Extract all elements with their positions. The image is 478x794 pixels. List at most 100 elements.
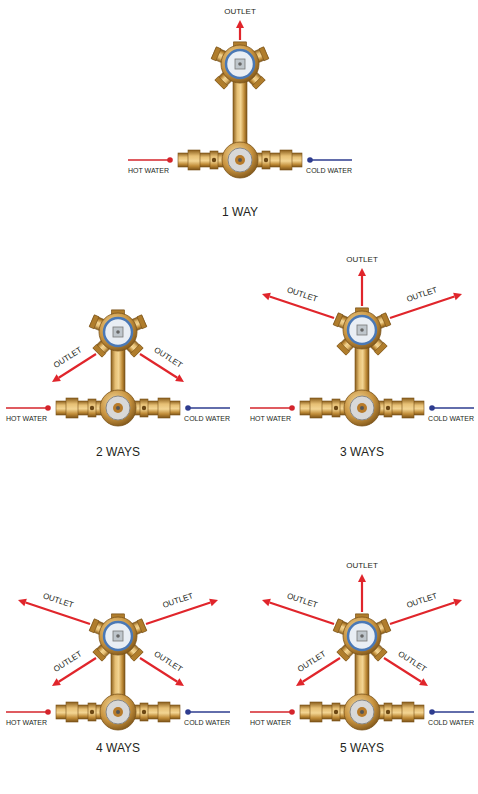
arrow-head: [358, 268, 366, 276]
bonnet-center: [116, 710, 120, 714]
panel-title: 3 WAYS: [340, 446, 384, 458]
outlet-label: OUTLET: [346, 256, 378, 264]
hex-nut: [280, 150, 292, 170]
outlet-arrow: [270, 297, 334, 318]
check-stop: [384, 703, 392, 721]
cold-inlet-line: [432, 711, 474, 713]
hex-nut: [66, 398, 78, 418]
cartridge-stem: [113, 631, 123, 641]
stop-screw: [90, 710, 94, 714]
bonnet-center: [116, 406, 120, 410]
hot-inlet-dot: [45, 709, 51, 715]
hot-water-label: HOT WATER: [6, 415, 47, 422]
stop-screw: [264, 158, 268, 162]
cold-inlet-dot: [185, 709, 191, 715]
cold-inlet-dot: [307, 157, 313, 163]
port-cap: [333, 313, 343, 327]
cartridge-ring: [226, 50, 254, 78]
check-stop: [332, 399, 340, 417]
hex-nut: [158, 702, 170, 722]
pressure-bonnet: [344, 694, 380, 730]
diverter-hub: [99, 313, 137, 351]
cold-inlet-line: [188, 711, 230, 713]
outlet-arrow: [146, 603, 210, 624]
stem-center: [116, 634, 120, 638]
port-cap: [374, 342, 387, 355]
hex-nut: [402, 398, 414, 418]
stem-center: [360, 328, 364, 332]
arrow-head: [18, 599, 27, 607]
cartridge-stem: [357, 325, 367, 335]
mixing-valve: [300, 308, 424, 426]
panel-title: 1 WAY: [222, 206, 258, 218]
outlet-arrow: [270, 603, 334, 624]
bonnet-core: [357, 403, 367, 413]
hot-inlet-line: [6, 711, 48, 713]
outlet-arrow: [26, 603, 90, 624]
cartridge-ring: [104, 318, 132, 346]
bonnet-face: [106, 700, 130, 724]
panel-title: 2 WAYS: [96, 446, 140, 458]
stop-screw: [142, 710, 146, 714]
bonnet-center: [360, 710, 364, 714]
cartridge-stem: [235, 59, 245, 69]
hex-nut: [188, 150, 200, 170]
outlet-arrow: [361, 276, 363, 306]
arrow-head: [296, 678, 305, 686]
cartridge-stem: [357, 631, 367, 641]
check-stop: [262, 151, 270, 169]
diverter-hub: [343, 617, 381, 655]
outlet-label: OUTLET: [42, 592, 74, 610]
check-stop: [140, 703, 148, 721]
mixing-valve: [300, 614, 424, 730]
port-cap: [252, 76, 265, 89]
hot-inlet-line: [250, 711, 292, 713]
port-cap: [337, 342, 350, 355]
check-stop: [332, 703, 340, 721]
outlet-label: OUTLET: [52, 650, 83, 674]
port-cap: [259, 47, 269, 61]
outlet-arrow: [239, 28, 241, 40]
outlet-label: OUTLET: [346, 562, 378, 570]
outlet-label: OUTLET: [153, 346, 184, 370]
mixing-valve: [178, 42, 302, 178]
cold-water-label: COLD WATER: [306, 167, 352, 174]
hot-inlet-dot: [289, 405, 295, 411]
check-stop: [384, 399, 392, 417]
diverter-hub: [99, 617, 137, 655]
stop-screw: [386, 710, 390, 714]
bonnet-core: [235, 155, 245, 165]
cold-water-label: COLD WATER: [184, 415, 230, 422]
outlet-label: OUTLET: [224, 8, 256, 16]
outlet-arrow: [390, 603, 454, 624]
diverter-hub: [343, 311, 381, 349]
check-stop: [140, 399, 148, 417]
port-cap: [215, 76, 228, 89]
hot-water-label: HOT WATER: [128, 167, 169, 174]
hot-inlet-line: [6, 407, 48, 409]
stop-screw: [212, 158, 216, 162]
hot-inlet-dot: [289, 709, 295, 715]
bonnet-center: [360, 406, 364, 410]
port-cap: [137, 619, 147, 633]
arrow-head: [453, 599, 462, 607]
stem-center: [116, 330, 120, 334]
stem-center: [360, 634, 364, 638]
outlet-label: OUTLET: [296, 650, 327, 674]
stop-screw: [334, 406, 338, 410]
hot-water-label: HOT WATER: [250, 719, 291, 726]
cold-water-label: COLD WATER: [184, 719, 230, 726]
bonnet-face: [228, 148, 252, 172]
port-cap: [137, 315, 147, 329]
hot-inlet-dot: [167, 157, 173, 163]
outlet-arrow: [361, 582, 363, 612]
outlet-label: OUTLET: [286, 286, 318, 304]
port-cap: [211, 47, 221, 61]
bonnet-core: [113, 707, 123, 717]
hot-water-label: HOT WATER: [250, 415, 291, 422]
arrow-head: [453, 293, 462, 301]
pressure-bonnet: [100, 390, 136, 426]
bonnet-face: [106, 396, 130, 420]
